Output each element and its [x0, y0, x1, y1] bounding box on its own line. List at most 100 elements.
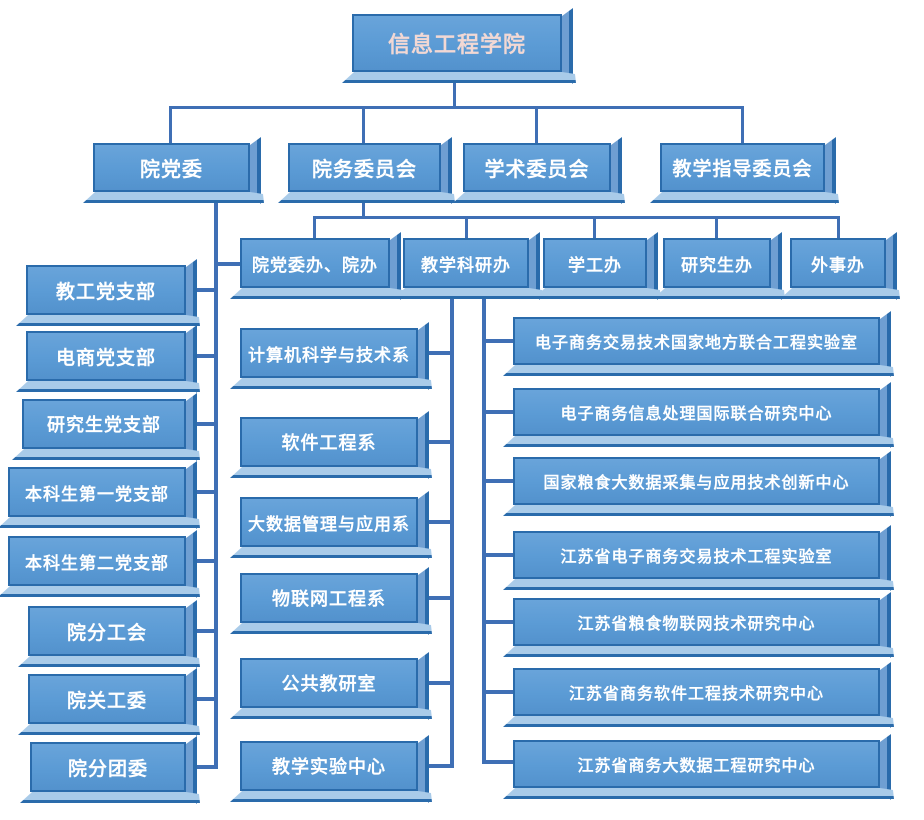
org-node-label: 院党委办、院办	[252, 255, 378, 275]
connector	[414, 596, 450, 600]
org-node-label: 电子商务交易技术国家地方联合工程实验室	[534, 335, 858, 352]
org-node-college-council: 院务委员会	[288, 143, 441, 192]
org-node-label: 江苏省商务大数据工程研究中心	[577, 758, 816, 775]
connector	[184, 559, 214, 563]
connector	[362, 196, 365, 218]
org-node-research-center-5: 江苏省粮食物联网技术研究中心	[513, 598, 880, 646]
org-node-care-committee: 院关工委	[28, 674, 186, 724]
connector	[482, 479, 516, 483]
org-node-undergrad-second-party-branch: 本科生第二党支部	[8, 536, 186, 586]
connector	[450, 294, 454, 768]
connector	[482, 760, 516, 764]
org-node-label: 计算机科学与技术系	[248, 345, 410, 365]
org-node-label: 本科生第一党支部	[25, 484, 169, 504]
org-node-label: 外事办	[811, 255, 865, 275]
org-node-iot-department: 物联网工程系	[240, 573, 418, 623]
org-node-label: 教学实验中心	[272, 757, 386, 777]
org-node-faculty-party-branch: 教工党支部	[26, 265, 186, 315]
connector	[465, 216, 468, 240]
org-node-label: 教学科研办	[421, 255, 511, 275]
org-node-research-center-3: 国家粮食大数据采集与应用技术创新中心	[513, 457, 880, 505]
connector	[184, 629, 214, 633]
connector	[184, 490, 214, 494]
connector	[453, 80, 456, 108]
connector	[482, 294, 486, 764]
connector	[482, 410, 516, 414]
connector	[482, 553, 516, 557]
org-node-label: 信息工程学院	[387, 32, 526, 57]
org-node-public-teaching-office: 公共教研室	[240, 658, 418, 708]
org-node-label: 电商党支部	[55, 347, 156, 369]
connector	[535, 106, 538, 144]
org-node-label: 研究生办	[681, 255, 753, 275]
org-node-label: 软件工程系	[281, 433, 377, 453]
org-node-research-center-4: 江苏省电子商务交易技术工程实验室	[513, 531, 880, 579]
org-node-academic-committee: 学术委员会	[463, 143, 611, 192]
org-node-research-center-6: 江苏省商务软件工程技术研究中心	[513, 668, 880, 716]
org-node-bigdata-department: 大数据管理与应用系	[240, 497, 418, 547]
connector	[184, 697, 214, 701]
org-node-label: 教工党支部	[55, 281, 156, 303]
org-node-label: 学术委员会	[484, 159, 590, 181]
org-node-root: 信息工程学院	[352, 14, 562, 72]
connector	[169, 106, 172, 144]
org-node-label: 教学指导委员会	[672, 159, 813, 180]
org-node-teaching-research-office: 教学科研办	[403, 238, 529, 288]
org-node-label: 学工办	[568, 255, 622, 275]
connector	[313, 216, 840, 219]
connector	[482, 690, 516, 694]
org-node-youth-league: 院分团委	[30, 742, 186, 792]
connector	[169, 106, 744, 109]
org-node-undergrad-first-party-branch: 本科生第一党支部	[8, 467, 186, 517]
connector	[184, 354, 214, 358]
connector	[482, 339, 516, 343]
connector	[184, 288, 214, 292]
org-node-label: 国家粮食大数据采集与应用技术创新中心	[543, 475, 850, 492]
org-node-foreign-affairs-office: 外事办	[790, 238, 886, 288]
org-node-label: 江苏省电子商务交易技术工程实验室	[560, 549, 833, 566]
connector	[715, 216, 718, 240]
connector	[362, 106, 365, 144]
org-node-label: 院党委	[140, 159, 203, 181]
org-node-teaching-lab-center: 教学实验中心	[240, 741, 418, 791]
org-node-label: 大数据管理与应用系	[248, 514, 410, 534]
connector	[593, 216, 596, 240]
connector	[414, 764, 450, 768]
org-node-graduate-office: 研究生办	[663, 238, 771, 288]
org-node-research-center-7: 江苏省商务大数据工程研究中心	[513, 740, 880, 788]
connector	[184, 422, 214, 426]
org-node-label: 研究生党支部	[47, 415, 161, 435]
org-node-graduate-party-branch: 研究生党支部	[22, 399, 186, 449]
org-node-label: 院分工会	[66, 622, 147, 644]
org-node-party-committee: 院党委	[93, 143, 250, 192]
org-node-student-affairs-office: 学工办	[543, 238, 647, 288]
org-node-label: 院分团委	[67, 758, 148, 780]
org-node-label: 本科生第二党支部	[25, 553, 169, 573]
org-node-label: 物联网工程系	[272, 589, 386, 609]
org-node-label: 公共教研室	[281, 674, 377, 694]
org-node-ecommerce-party-branch: 电商党支部	[26, 331, 186, 381]
org-node-label: 院关工委	[66, 690, 147, 712]
connector	[414, 520, 450, 524]
org-node-label: 院务委员会	[312, 159, 417, 181]
org-node-labor-union: 院分工会	[28, 606, 186, 656]
connector	[313, 216, 316, 240]
connector	[414, 440, 450, 444]
org-node-cs-department: 计算机科学与技术系	[240, 328, 418, 378]
org-node-label: 江苏省商务软件工程技术研究中心	[568, 686, 824, 703]
org-node-label: 江苏省粮食物联网技术研究中心	[577, 616, 816, 633]
connector	[741, 106, 744, 144]
org-node-research-center-1: 电子商务交易技术国家地方联合工程实验室	[513, 317, 880, 365]
connector	[482, 620, 516, 624]
connector	[214, 262, 242, 266]
connector	[414, 351, 450, 355]
connector	[184, 765, 214, 769]
connector	[214, 198, 218, 769]
org-node-software-department: 软件工程系	[240, 417, 418, 467]
org-node-research-center-2: 电子商务信息处理国际联合研究中心	[513, 388, 880, 436]
org-node-party-office: 院党委办、院办	[240, 238, 390, 288]
connector	[837, 216, 840, 240]
org-node-label: 电子商务信息处理国际联合研究中心	[560, 406, 833, 423]
connector	[414, 681, 450, 685]
